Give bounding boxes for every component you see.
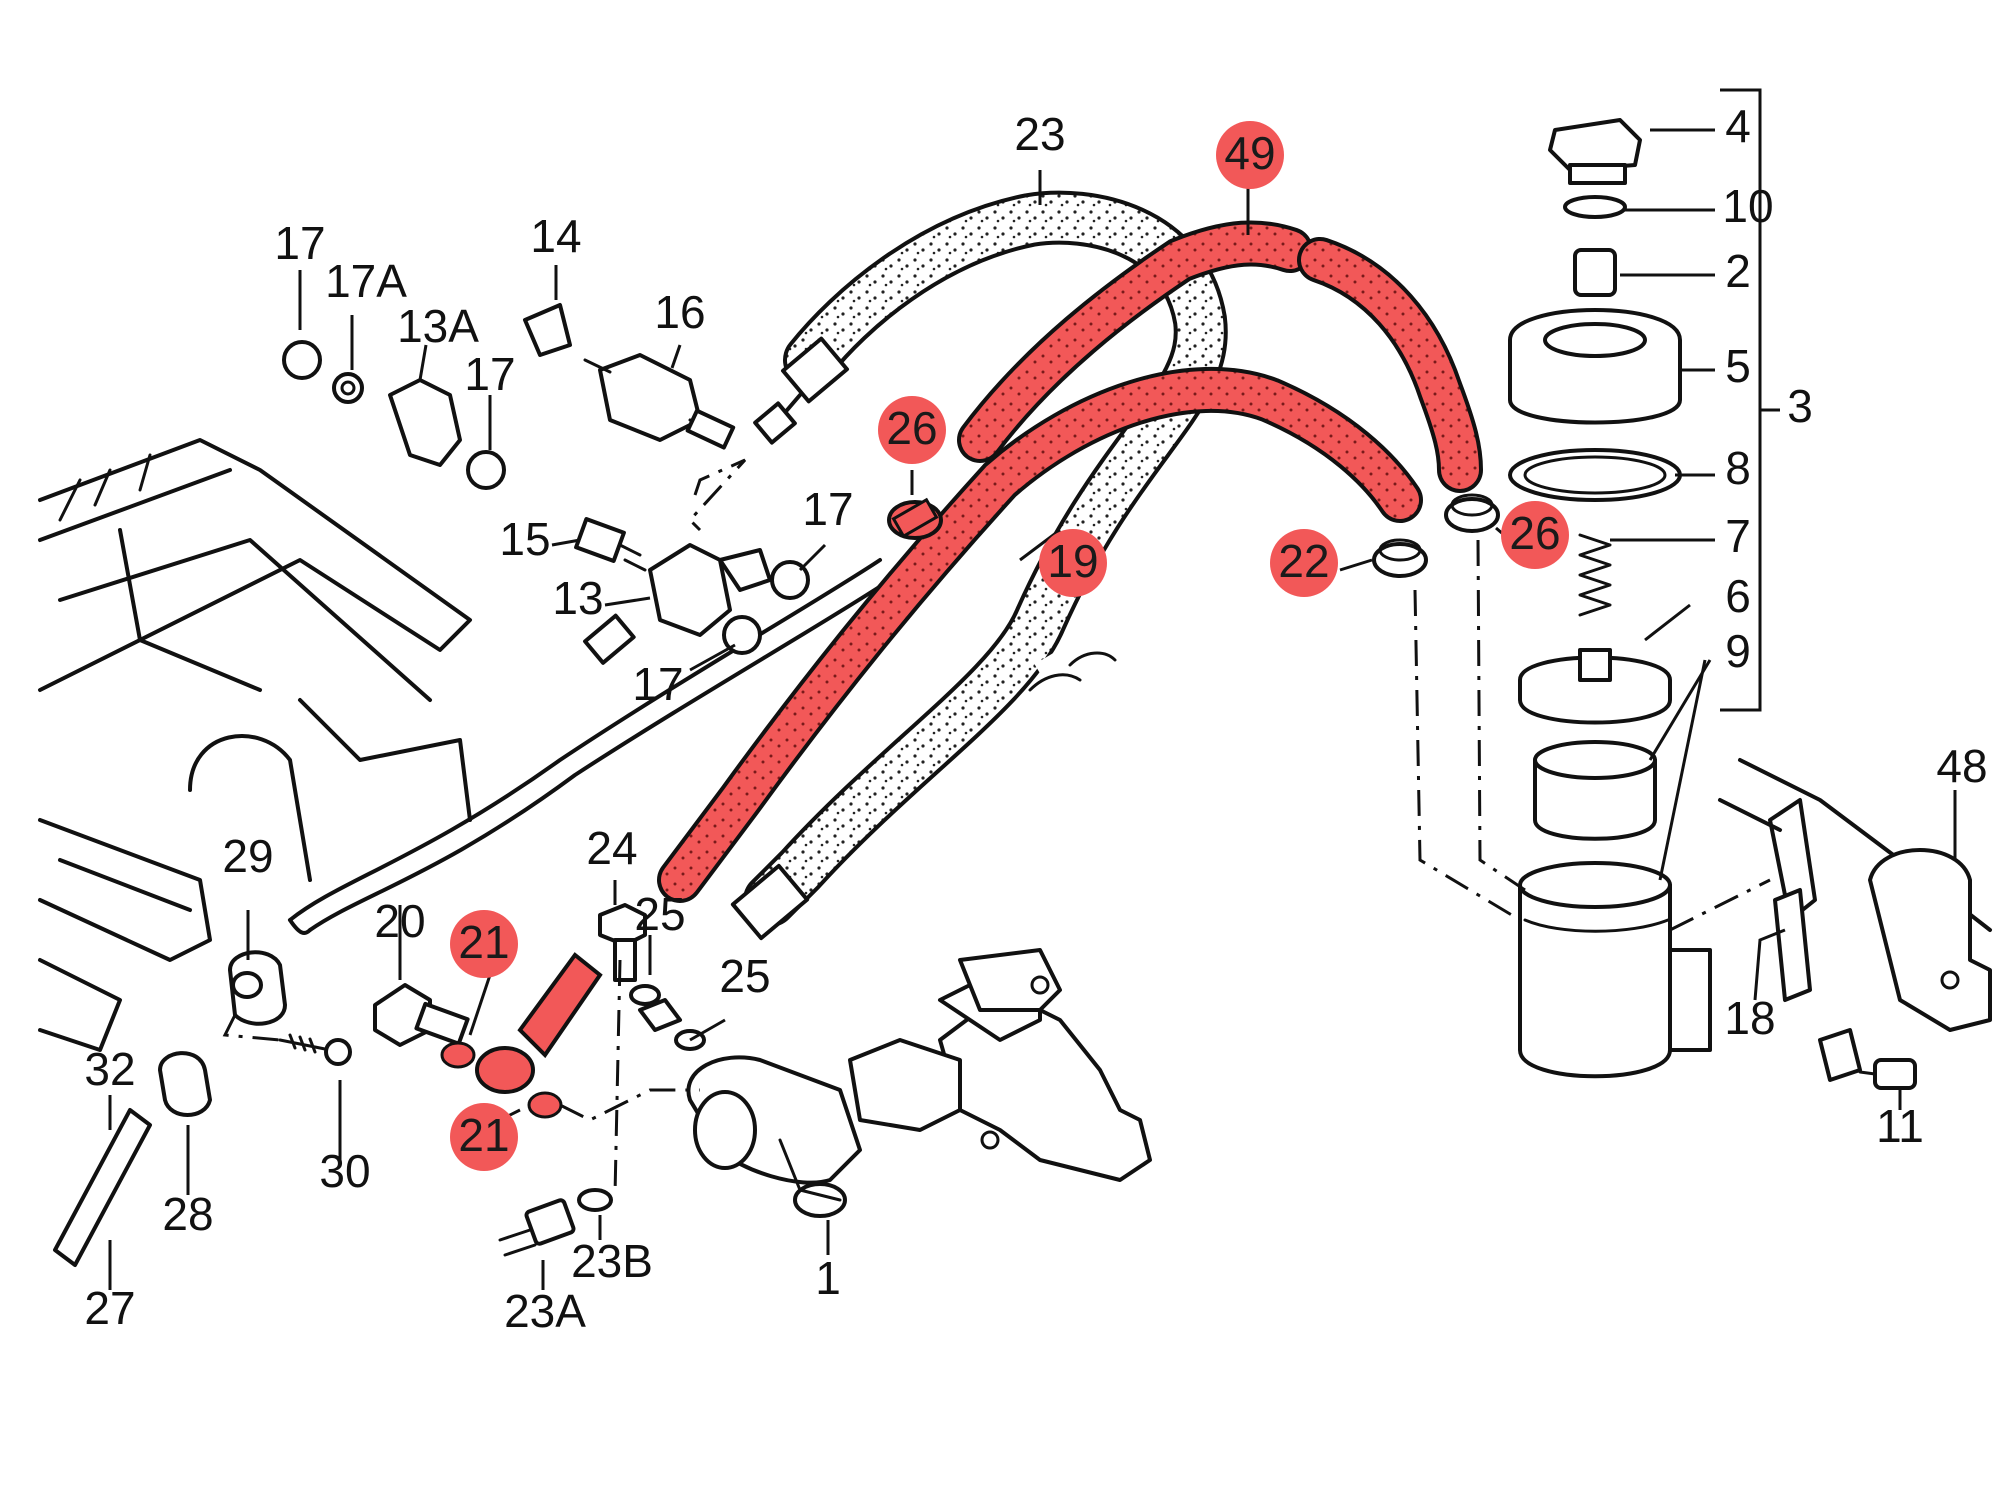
- label-30: 30: [319, 1145, 370, 1197]
- label-17-top: 17: [274, 217, 325, 269]
- hose-clip-22: [1372, 538, 1428, 578]
- label-16: 16: [654, 286, 705, 338]
- label-22: 22: [1278, 535, 1329, 587]
- label-18: 18: [1724, 992, 1775, 1044]
- seal-ring-21-lower: [527, 1091, 563, 1119]
- label-17-low: 17: [632, 658, 683, 710]
- label-6: 6: [1725, 570, 1751, 622]
- label-21-upper: 21: [458, 916, 509, 968]
- label-1: 1: [815, 1252, 841, 1304]
- label-28: 28: [162, 1188, 213, 1240]
- label-4: 4: [1725, 100, 1751, 152]
- highlight-markers: [450, 121, 1569, 1171]
- label-29: 29: [222, 830, 273, 882]
- label-21-lower: 21: [458, 1109, 509, 1161]
- leader-lines: [108, 88, 1957, 1290]
- strip-32-27: [53, 1108, 152, 1267]
- rubber-mount-29: [228, 950, 287, 1026]
- label-25-upper: 25: [634, 888, 685, 940]
- callout-labels: 23 49 17 17A 13A 17 14 16 26 19 22 26 15…: [84, 100, 1987, 1337]
- steering-pump: [686, 948, 1152, 1218]
- return-pipe: [288, 558, 892, 935]
- label-2: 2: [1725, 245, 1751, 297]
- label-23: 23: [1014, 108, 1065, 160]
- label-15: 15: [499, 513, 550, 565]
- label-48: 48: [1936, 740, 1987, 792]
- label-23a: 23A: [504, 1285, 586, 1337]
- label-17-right: 17: [802, 483, 853, 535]
- hose-clip-26-right: [1444, 493, 1500, 533]
- pressure-hose-23: [730, 190, 1228, 941]
- label-20: 20: [374, 895, 425, 947]
- pressure-switch-23a: [498, 1188, 613, 1257]
- label-25-lower: 25: [719, 950, 770, 1002]
- fitting-14-16: [523, 303, 736, 450]
- label-14: 14: [530, 210, 581, 262]
- banjo-fitting-21: [475, 952, 603, 1094]
- label-19: 19: [1047, 535, 1098, 587]
- label-27: 27: [84, 1282, 135, 1334]
- label-17-mid: 17: [464, 348, 515, 400]
- label-13: 13: [552, 572, 603, 624]
- clamp-13-assembly: [574, 517, 810, 655]
- seal-ring-21-upper: [440, 1041, 476, 1069]
- label-26-left: 26: [886, 402, 937, 454]
- hose-49: [957, 220, 1483, 493]
- label-3: 3: [1787, 380, 1813, 432]
- label-24: 24: [586, 822, 637, 874]
- label-9: 9: [1725, 625, 1751, 677]
- label-17a: 17A: [325, 255, 407, 307]
- label-11: 11: [1876, 1100, 1924, 1152]
- label-26-right: 26: [1509, 507, 1560, 559]
- label-49: 49: [1224, 127, 1275, 179]
- label-5: 5: [1725, 340, 1751, 392]
- grommet-28: [158, 1051, 212, 1117]
- union-bolt-20: [373, 983, 470, 1047]
- reservoir-assembly: [1508, 118, 1712, 1079]
- hose-clip-26-left: [887, 497, 943, 540]
- bracket-18-48: [1718, 758, 1992, 1090]
- label-10: 10: [1722, 180, 1773, 232]
- label-23b: 23B: [571, 1235, 653, 1287]
- screw-30: [278, 1033, 352, 1066]
- label-13a: 13A: [397, 300, 479, 352]
- label-32: 32: [84, 1043, 135, 1095]
- vehicle-body-frame: [38, 438, 472, 1052]
- label-7: 7: [1725, 510, 1751, 562]
- label-8: 8: [1725, 442, 1751, 494]
- clamp-13a-assembly: [282, 340, 506, 490]
- return-hose-19: [657, 366, 1423, 903]
